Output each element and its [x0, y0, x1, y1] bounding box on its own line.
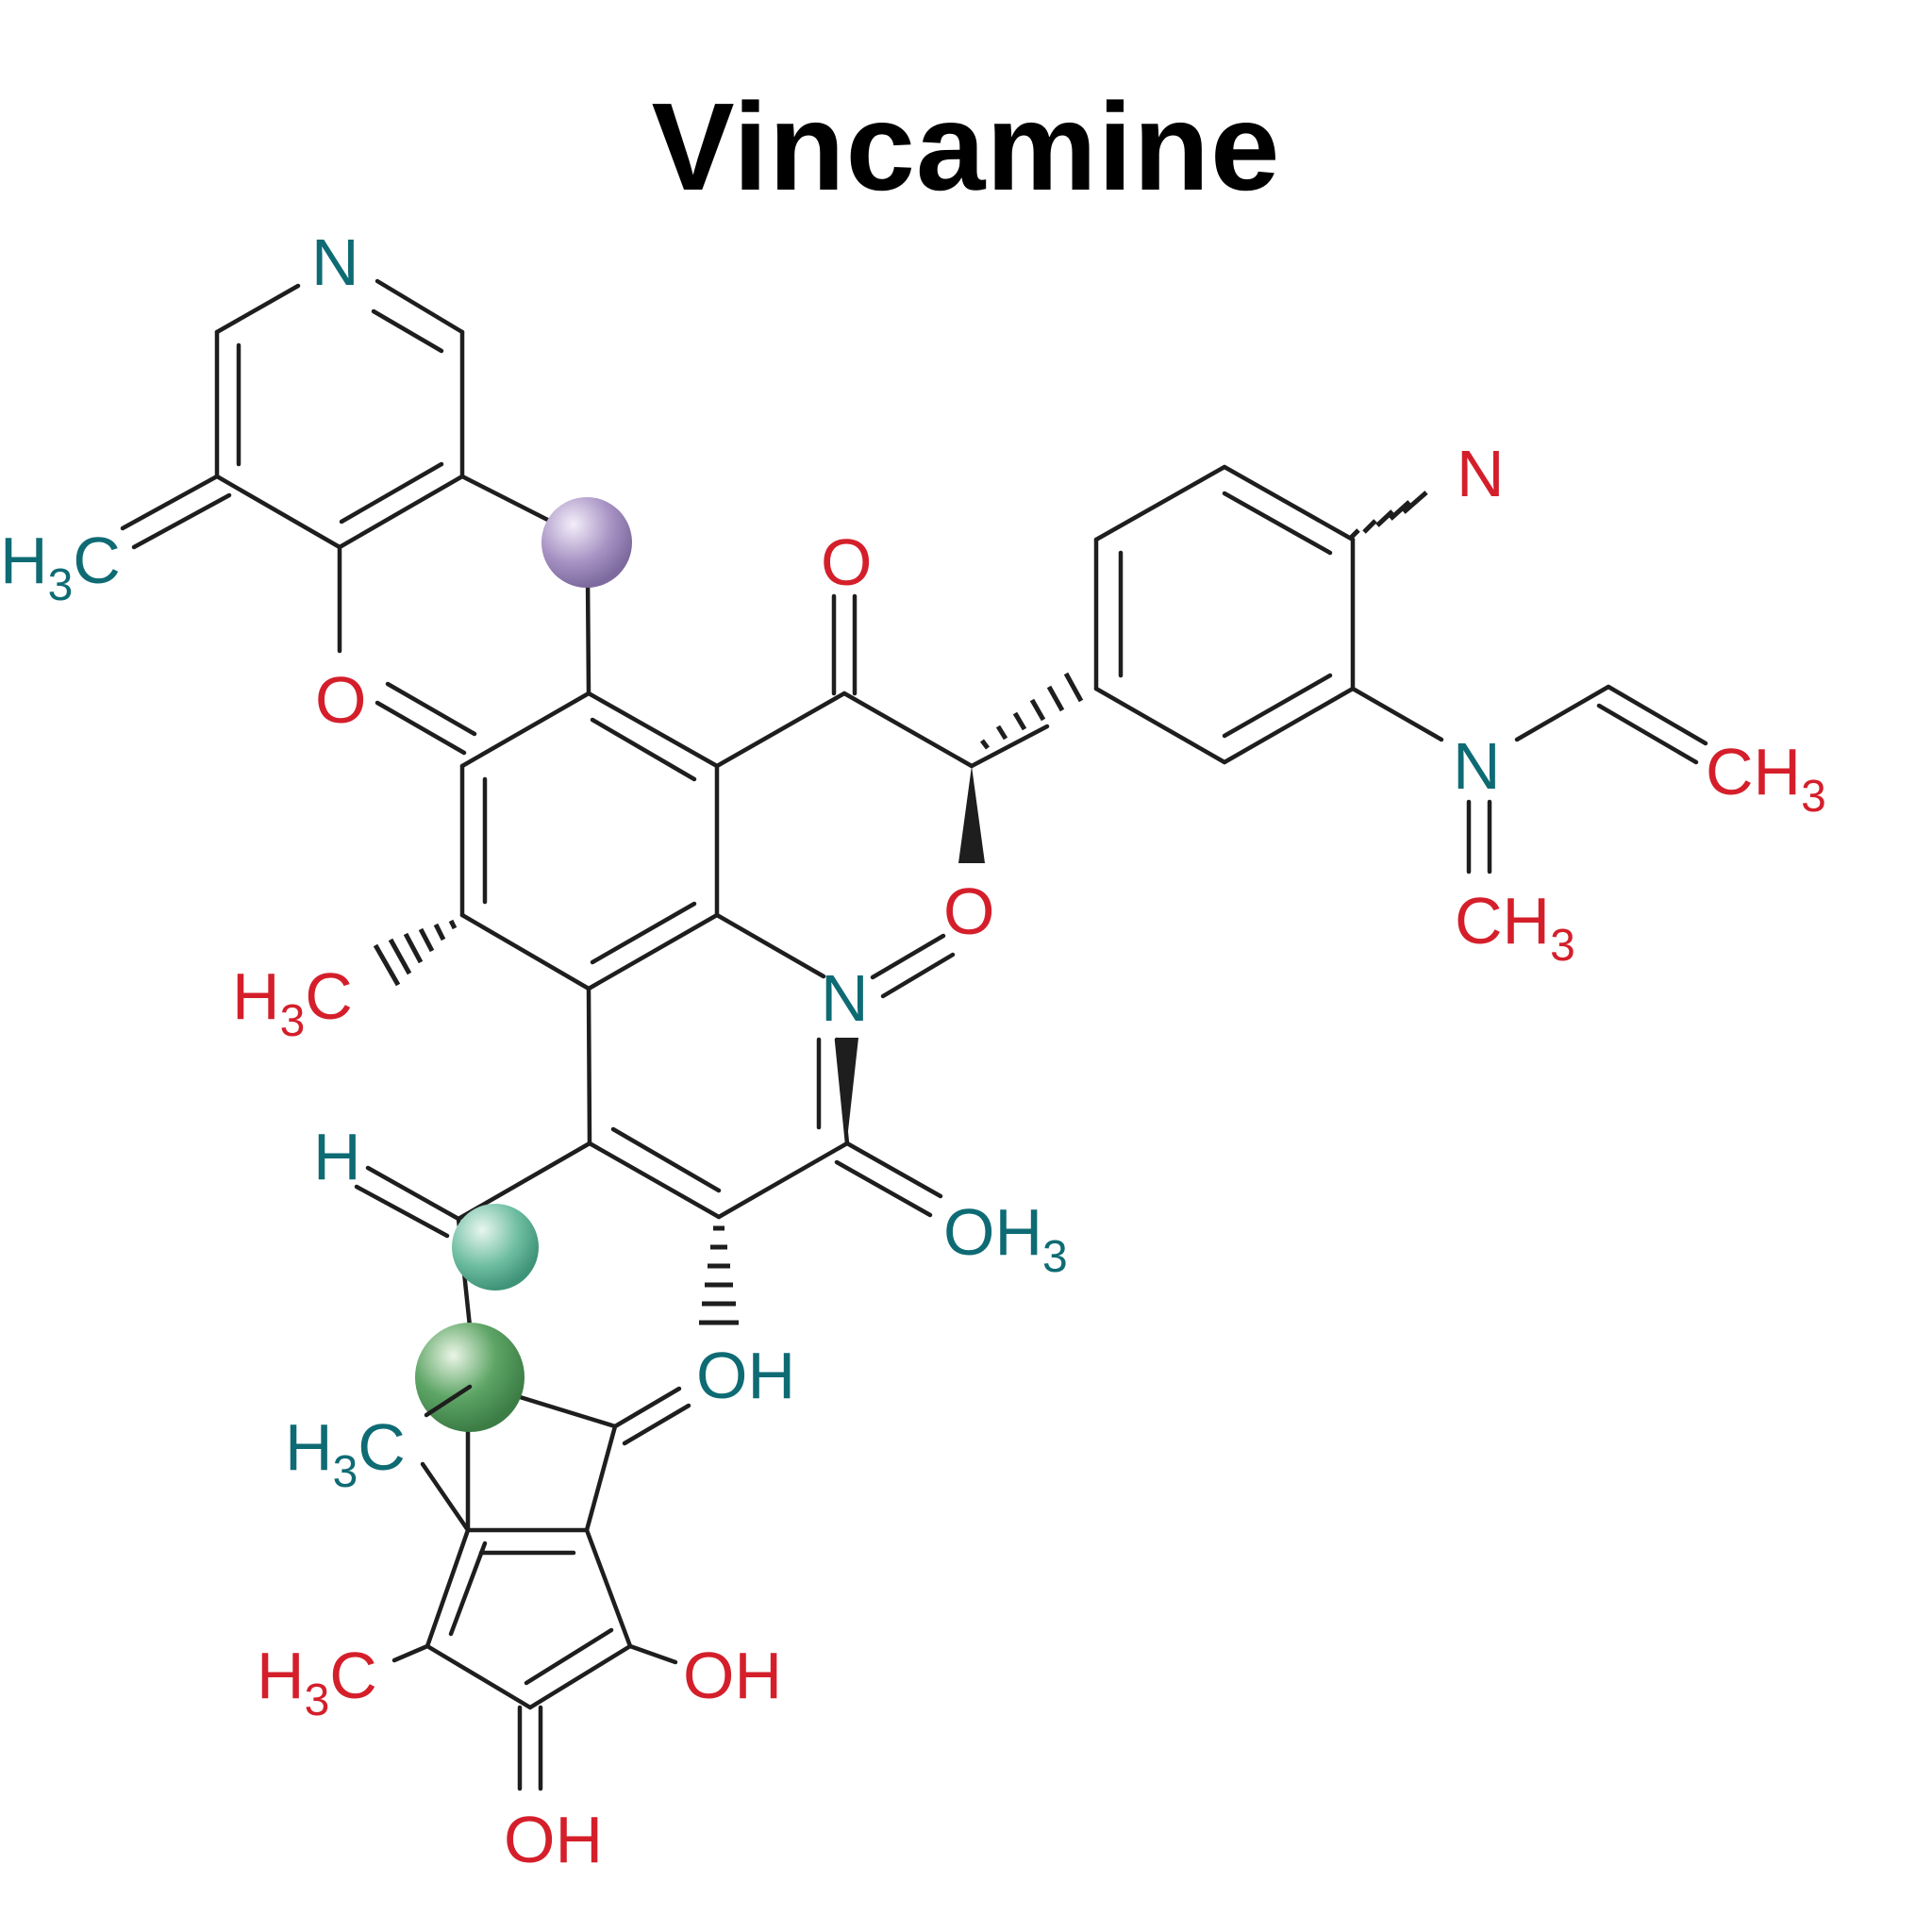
label-n-center: N — [821, 961, 869, 1035]
label-oh3: OH3 — [943, 1195, 1068, 1282]
label-n-amine: N — [1453, 729, 1501, 803]
label-oh-mid: OH — [696, 1339, 795, 1412]
label-n-aryl: N — [1457, 437, 1505, 510]
light-green-atom-sphere — [452, 1204, 539, 1291]
page-title: Vincamine — [651, 77, 1281, 216]
atom-labels: N H3C O O O N H3C N N CH3 CH3 H OH3 OH H… — [0, 225, 1826, 1876]
label-h3c-methyl: H3C — [232, 959, 353, 1046]
stereo-bonds — [373, 491, 1428, 1325]
label-h-vinyl: H — [313, 1120, 361, 1193]
label-h3c-bottom-upper: H3C — [285, 1410, 406, 1497]
label-ch3-right: CH3 — [1706, 735, 1826, 822]
label-o-ring: O — [943, 874, 994, 948]
label-oh-bottom: OH — [504, 1803, 603, 1876]
label-h3c-left: H3C — [0, 524, 121, 610]
label-h3c-bottom-lower: H3C — [257, 1639, 377, 1725]
label-n-pyridine: N — [311, 225, 359, 299]
label-oh-right: OH — [683, 1639, 782, 1712]
label-o-ketone: O — [821, 525, 872, 599]
purple-atom-sphere — [541, 497, 632, 588]
label-o-ring-left: O — [315, 663, 366, 737]
label-ch3-amine: CH3 — [1455, 884, 1575, 971]
green-atom-sphere — [415, 1323, 525, 1432]
